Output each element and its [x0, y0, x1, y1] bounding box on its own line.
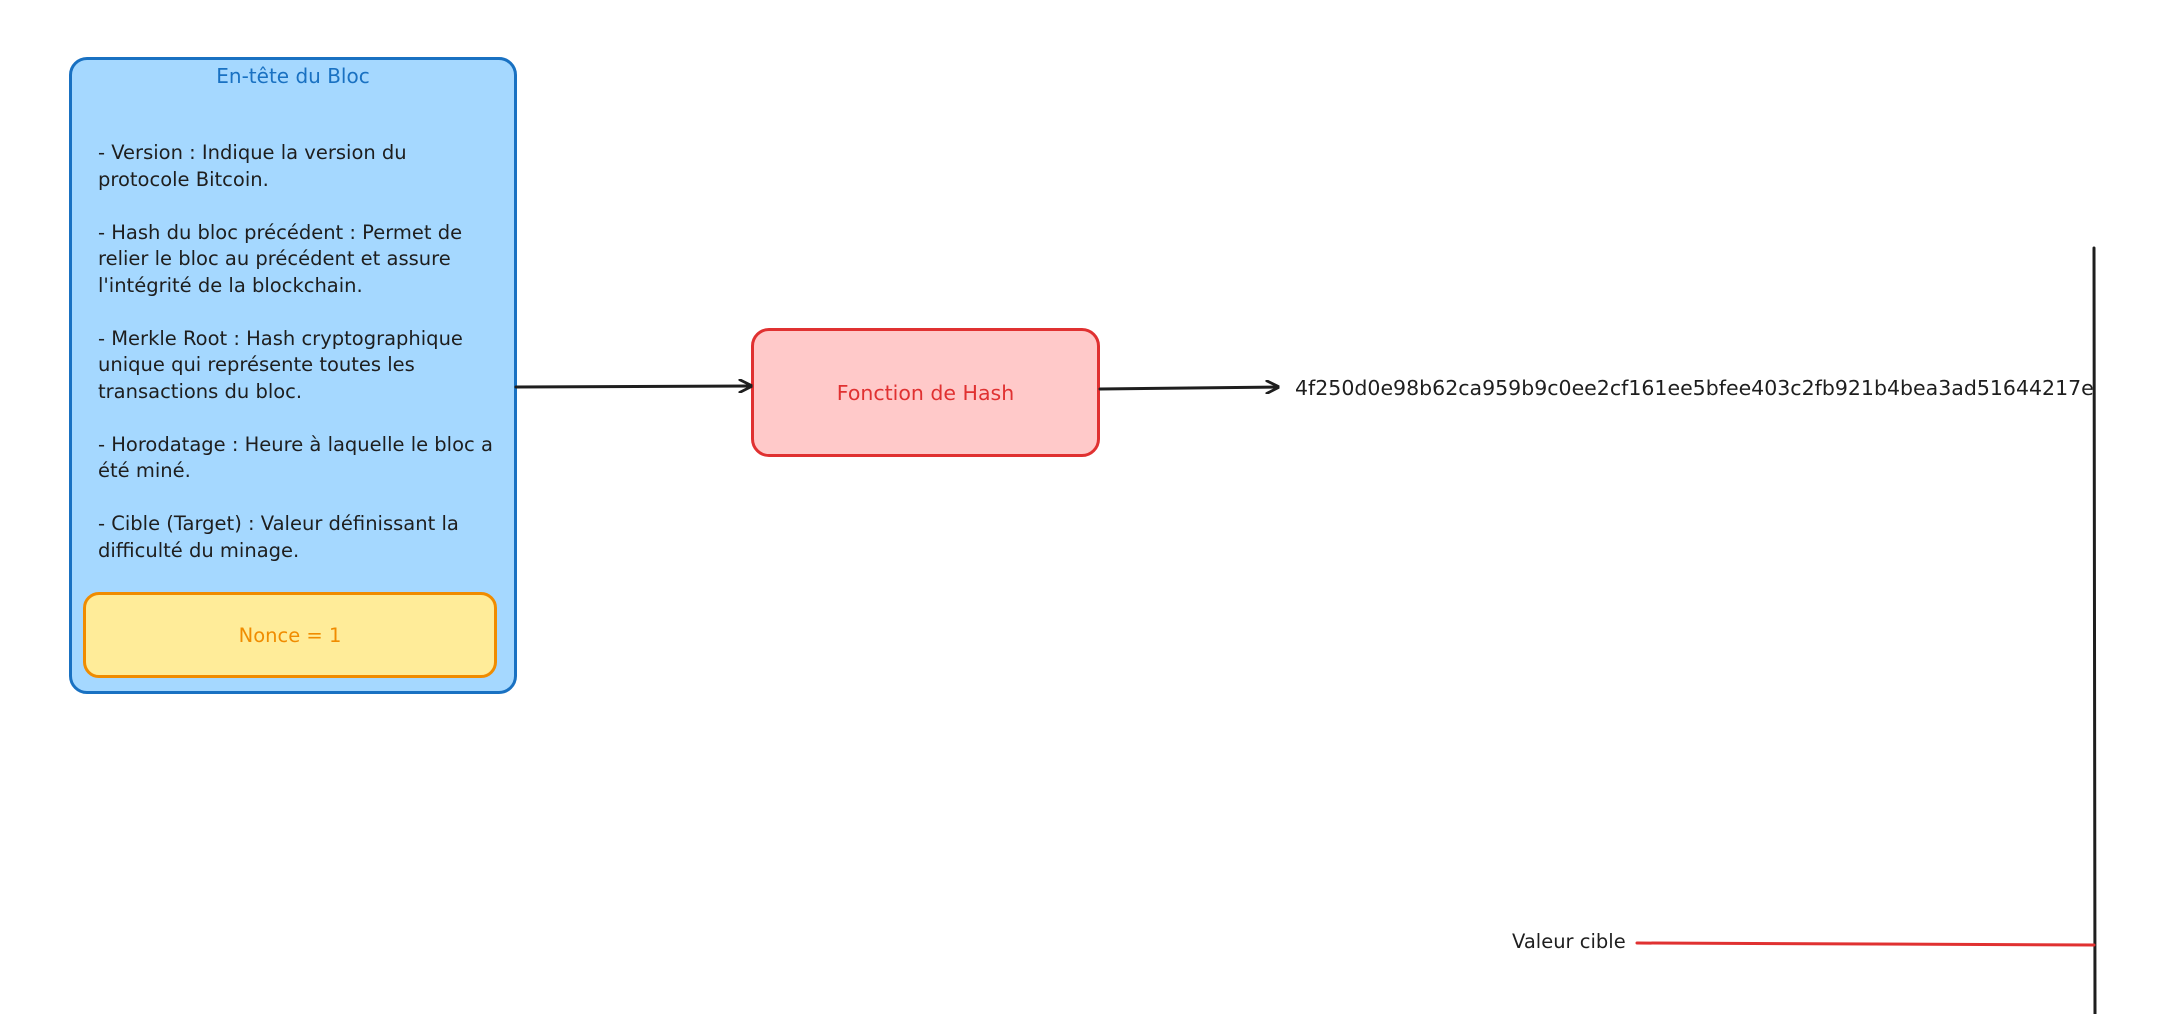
hash-function-box[interactable]: Fonction de Hash: [751, 328, 1100, 457]
arrow-hash-function-to-output[interactable]: [1098, 387, 1280, 389]
field-previous-hash: - Hash du bloc précédent : Permet de rel…: [98, 220, 463, 297]
nonce-box[interactable]: Nonce = 1: [83, 592, 497, 678]
block-header-box[interactable]: En-tête du Bloc - Version : Indique la v…: [69, 57, 517, 694]
field-version: - Version : Indique la version du protoc…: [98, 141, 407, 191]
arrow-header-to-hash-function[interactable]: [514, 386, 753, 387]
field-target: - Cible (Target) : Valeur définissant la…: [98, 512, 459, 562]
field-timestamp: - Horodatage : Heure à laquelle le bloc …: [98, 432, 493, 483]
field-merkle-root: - Merkle Root : Hash cryptographique uni…: [98, 326, 463, 403]
block-header-title: En-tête du Bloc: [216, 64, 370, 88]
nonce-label: Nonce = 1: [238, 623, 342, 647]
hash-output-text: 4f250d0e98b62ca959b9c0ee2cf161ee5bfee403…: [1295, 376, 2094, 400]
hash-function-label: Fonction de Hash: [836, 380, 1015, 405]
target-value-line: [1635, 941, 2096, 947]
vertical-scale-axis: [2092, 246, 2097, 1014]
target-value-label: Valeur cible: [1512, 930, 1626, 953]
block-header-fields: - Version : Indique la version du protoc…: [98, 140, 496, 591]
